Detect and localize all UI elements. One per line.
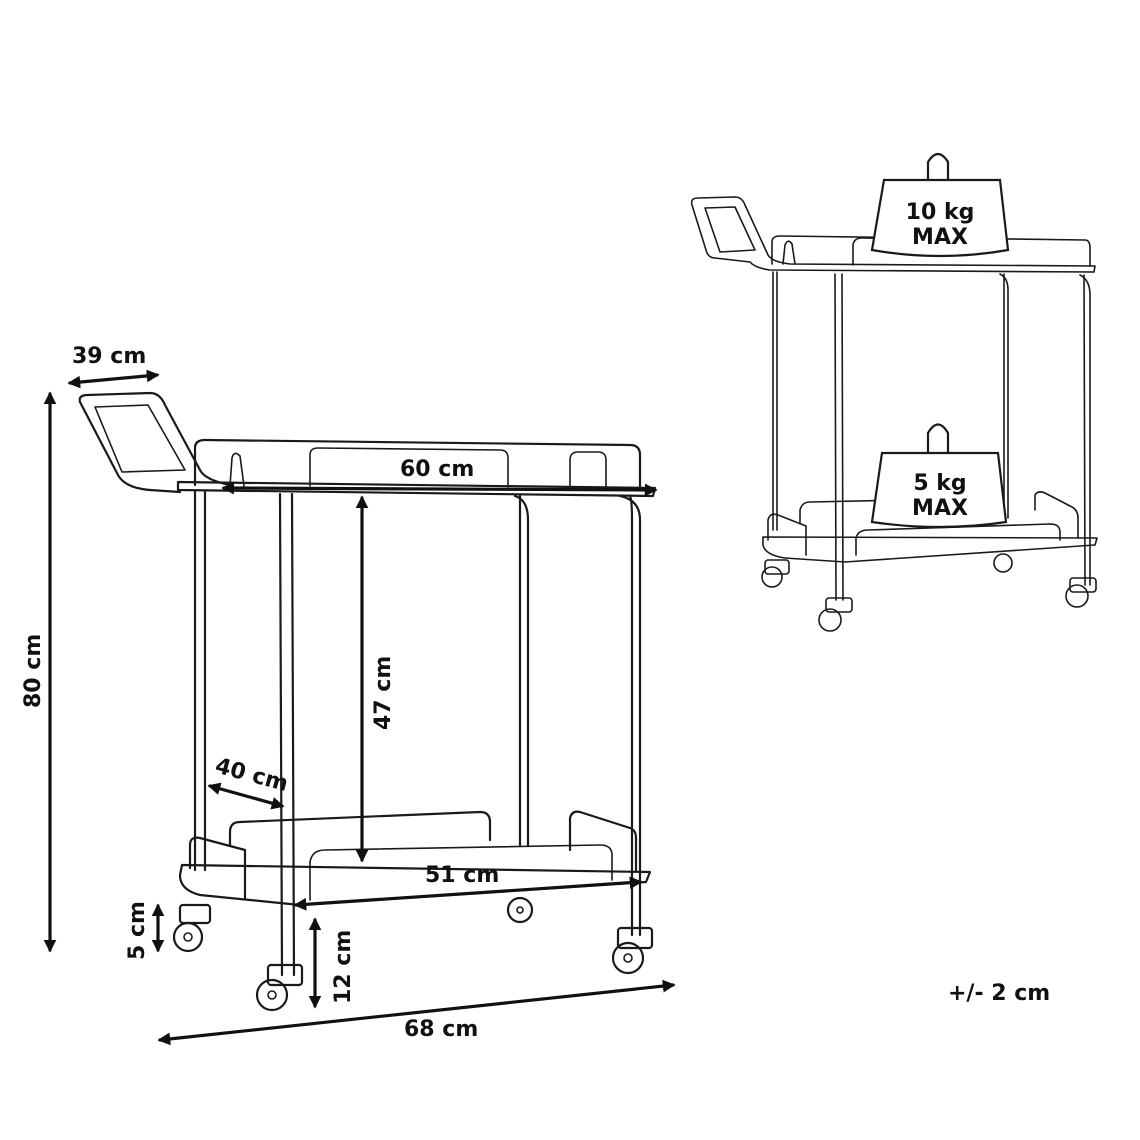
- caster-wheel: [255, 963, 304, 1012]
- caster-wheel: [611, 926, 654, 975]
- caster-wheel: [818, 597, 853, 632]
- trolley-load-drawing: 10 kg MAX 5 kg MAX: [690, 152, 1098, 632]
- dimension-lines: [43, 369, 676, 1046]
- top-shelf-load-weight: 10 kg MAX: [870, 152, 1010, 258]
- weight-handle-icon: [926, 152, 950, 182]
- top-load-weight-label: 10 kg: [906, 200, 975, 225]
- bottom-shelf-load-weight: 5 kg MAX: [870, 423, 1008, 529]
- trolley-dimensioned-drawing: [78, 391, 657, 1012]
- ground-clearance-label: 12 cm: [331, 930, 356, 1004]
- caster-wheel: [1065, 577, 1097, 608]
- caster-wheel: [172, 903, 212, 953]
- shelf-gap-label: 47 cm: [371, 656, 396, 730]
- trolley-legs: [193, 490, 642, 977]
- bottom-shelf-width-label: 51 cm: [425, 863, 499, 888]
- total-length-label: 68 cm: [404, 1017, 478, 1042]
- top-shelf-width-label: 60 cm: [400, 457, 474, 482]
- total-height-label: 80 cm: [21, 634, 46, 708]
- caster-wheel: [761, 559, 790, 588]
- top-load-max-label: MAX: [912, 225, 968, 250]
- wheel-height-label: 5 cm: [125, 901, 150, 960]
- trolley-handle: [78, 391, 232, 494]
- handle-depth-label: 39 cm: [72, 344, 146, 369]
- tolerance-label: +/- 2 cm: [948, 981, 1050, 1006]
- bottom-load-max-label: MAX: [912, 496, 968, 521]
- caster-wheel: [506, 896, 534, 924]
- caster-wheel: [993, 553, 1013, 573]
- bottom-load-weight-label: 5 kg: [913, 471, 966, 496]
- weight-handle-icon: [926, 423, 950, 455]
